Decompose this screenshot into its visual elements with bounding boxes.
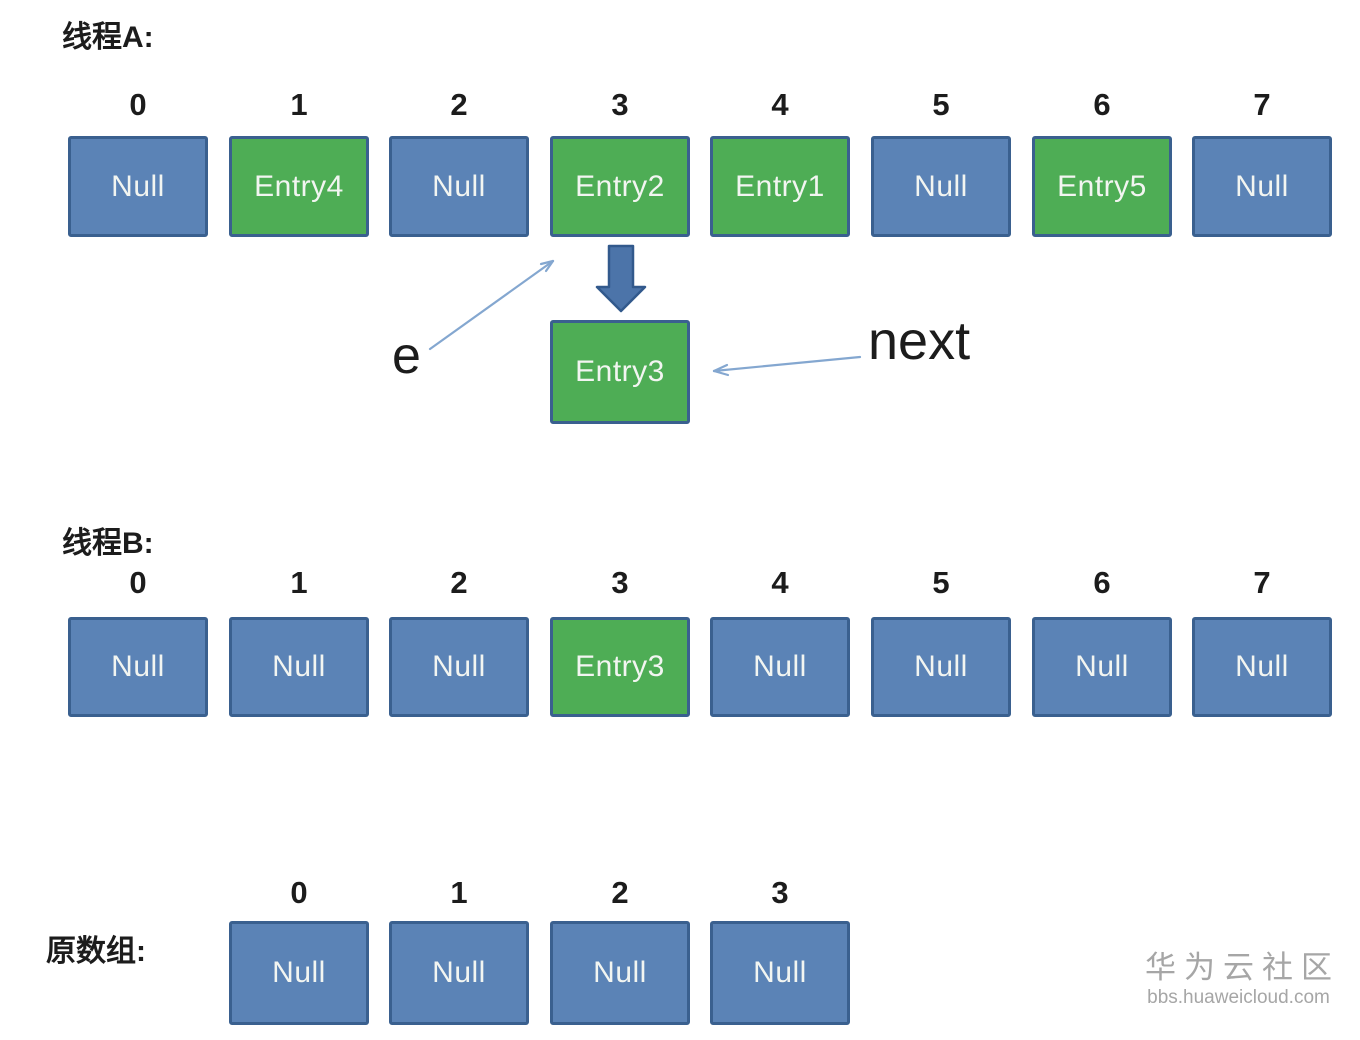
thread_a-index-label: 3 bbox=[611, 87, 629, 122]
thread_a-index-label: 4 bbox=[771, 87, 789, 122]
thread_a-index-label: 7 bbox=[1253, 87, 1271, 122]
thread_b-title: 线程B: bbox=[62, 527, 154, 560]
thread_a-cell-null: Null bbox=[871, 136, 1011, 237]
thread_b-cell-null: Null bbox=[710, 617, 850, 717]
cell-label: Null bbox=[272, 956, 326, 989]
down-arrow-icon bbox=[595, 244, 647, 313]
original_array-cell-null: Null bbox=[710, 921, 850, 1025]
cell-label: Null bbox=[432, 650, 486, 683]
cell-label: Null bbox=[753, 650, 807, 683]
detached-entry-box: Entry3 bbox=[550, 320, 690, 424]
cell-label: Entry1 bbox=[735, 169, 825, 203]
next-pointer-arrow-icon bbox=[712, 355, 862, 377]
thread_b-index-label: 1 bbox=[290, 565, 308, 600]
cell-label: Null bbox=[272, 650, 326, 683]
thread_a-cell-entry: Entry1 bbox=[710, 136, 850, 237]
thread_b-cell-null: Null bbox=[1032, 617, 1172, 717]
cell-label: Null bbox=[1075, 650, 1129, 683]
cell-label: Null bbox=[1235, 650, 1289, 683]
thread_b-cell-null: Null bbox=[871, 617, 1011, 717]
next-label: next bbox=[868, 311, 971, 371]
thread_b-index-label: 5 bbox=[932, 565, 950, 600]
original_array-index-label: 0 bbox=[290, 875, 308, 910]
thread_a-cell-null: Null bbox=[68, 136, 208, 237]
thread_b-index-label: 7 bbox=[1253, 565, 1271, 600]
cell-label: Entry4 bbox=[254, 169, 344, 203]
cell-label: Null bbox=[753, 956, 807, 989]
cell-label: Entry3 bbox=[575, 650, 665, 683]
thread_a-cell-entry: Entry2 bbox=[550, 136, 690, 237]
cell-label: Entry5 bbox=[1057, 169, 1147, 203]
thread_a-cell-entry: Entry5 bbox=[1032, 136, 1172, 237]
thread_b-index-label: 0 bbox=[129, 565, 147, 600]
thread_a-title: 线程A: bbox=[62, 21, 154, 54]
thread_b-index-label: 4 bbox=[771, 565, 789, 600]
thread_a-cell-null: Null bbox=[1192, 136, 1332, 237]
original_array-index-label: 3 bbox=[771, 875, 789, 910]
cell-label: Entry2 bbox=[575, 169, 665, 203]
thread_b-cell-null: Null bbox=[389, 617, 529, 717]
watermark: 华为云社区 bbs.huaweicloud.com bbox=[1145, 950, 1332, 1009]
cell-label: Null bbox=[432, 956, 486, 989]
watermark-title: 华为云社区 bbox=[1145, 950, 1340, 985]
original_array-cell-null: Null bbox=[389, 921, 529, 1025]
original_array-index-label: 1 bbox=[450, 875, 468, 910]
cell-label: Entry3 bbox=[575, 355, 665, 388]
thread_b-cell-null: Null bbox=[68, 617, 208, 717]
cell-label: Null bbox=[111, 169, 165, 203]
watermark-url: bbs.huaweicloud.com bbox=[1147, 986, 1330, 1008]
thread_b-cell-null: Null bbox=[1192, 617, 1332, 717]
thread_b-index-label: 2 bbox=[450, 565, 468, 600]
cell-label: Null bbox=[1235, 169, 1289, 203]
thread_a-index-label: 5 bbox=[932, 87, 950, 122]
original_array-index-label: 2 bbox=[611, 875, 629, 910]
cell-label: Null bbox=[914, 650, 968, 683]
original_array-cell-null: Null bbox=[229, 921, 369, 1025]
cell-label: Null bbox=[593, 956, 647, 989]
e-label: e bbox=[392, 327, 421, 385]
thread_b-cell-null: Null bbox=[229, 617, 369, 717]
cell-label: Null bbox=[111, 650, 165, 683]
thread_a-index-label: 2 bbox=[450, 87, 468, 122]
thread_a-cell-entry: Entry4 bbox=[229, 136, 369, 237]
thread_b-cell-entry: Entry3 bbox=[550, 617, 690, 717]
thread_a-cell-null: Null bbox=[389, 136, 529, 237]
e-pointer-arrow-icon bbox=[428, 259, 555, 351]
original_array-title: 原数组: bbox=[46, 935, 146, 968]
thread_a-index-label: 1 bbox=[290, 87, 308, 122]
original_array-cell-null: Null bbox=[550, 921, 690, 1025]
cell-label: Null bbox=[432, 169, 486, 203]
thread_a-index-label: 0 bbox=[129, 87, 147, 122]
cell-label: Null bbox=[914, 169, 968, 203]
thread_a-index-label: 6 bbox=[1093, 87, 1111, 122]
thread_b-index-label: 6 bbox=[1093, 565, 1111, 600]
thread_b-index-label: 3 bbox=[611, 565, 629, 600]
